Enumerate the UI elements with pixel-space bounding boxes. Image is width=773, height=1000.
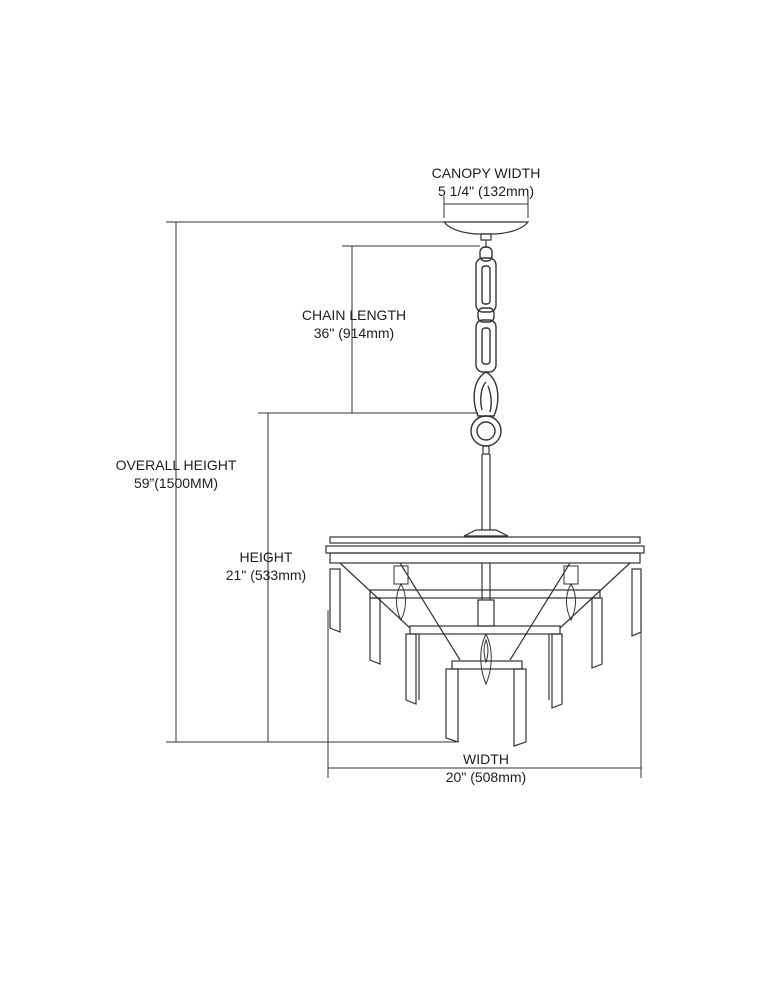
width-value: 20" (508mm)	[445, 769, 527, 785]
frame	[325, 536, 645, 670]
overall-height-dimension	[166, 221, 456, 743]
overall-height-value: 59”(1500MM)	[133, 475, 219, 491]
canopy-width-dimension	[443, 196, 529, 218]
chain-length-dimension	[342, 245, 480, 413]
height-value: 21" (533mm)	[225, 567, 307, 583]
crystal-panels	[329, 568, 642, 747]
width-label: WIDTH	[463, 751, 509, 767]
height-dimension	[258, 412, 478, 742]
canopy-width-label: CANOPY WIDTH	[431, 165, 541, 181]
canopy-width-value: 5 1/4" (132mm)	[437, 183, 534, 199]
chain-length-value: 36" (914mm)	[313, 325, 395, 341]
width-dimension	[327, 610, 642, 778]
overall-height-label: OVERALL HEIGHT	[115, 457, 237, 473]
chain	[475, 246, 497, 373]
hook	[470, 371, 502, 447]
chain-length-label: CHAIN LENGTH	[301, 307, 407, 323]
height-label: HEIGHT	[239, 549, 293, 565]
bulbs	[393, 565, 579, 686]
canopy	[442, 221, 530, 248]
downrod	[463, 445, 509, 537]
